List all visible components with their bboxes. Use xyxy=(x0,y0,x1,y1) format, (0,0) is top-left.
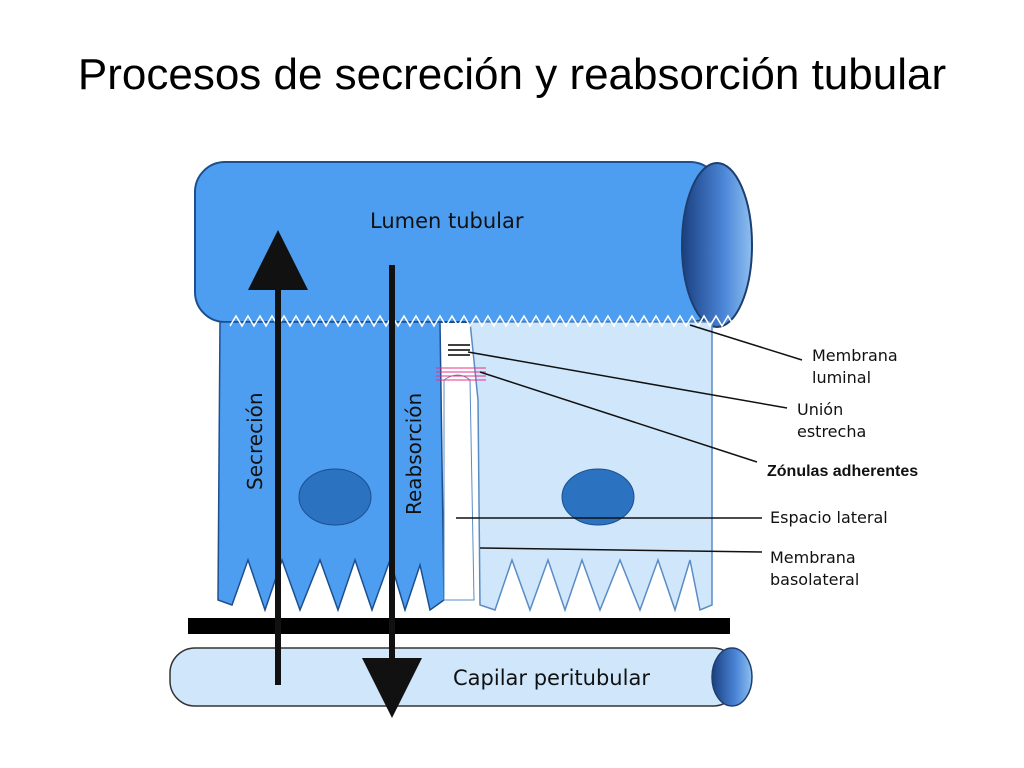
basement-membrane-bar xyxy=(188,618,730,634)
callout-tight-junction-1: Unión xyxy=(797,400,843,419)
callout-lateral-space: Espacio lateral xyxy=(770,508,888,527)
callout-basolateral-2: basolateral xyxy=(770,570,859,589)
pointer-adherens xyxy=(479,371,758,463)
pointer-luminal-membrane xyxy=(689,324,803,361)
microvilli-border xyxy=(229,314,747,328)
secretion-label: Secreción xyxy=(243,392,267,490)
pointer-tight-junction xyxy=(467,351,788,409)
page-title: Procesos de secreción y reabsorción tubu… xyxy=(77,50,947,99)
callout-adherens: Zónulas adherentes xyxy=(767,463,918,480)
capillary-label: Capilar peritubular xyxy=(453,666,650,690)
tight-junction-mark xyxy=(448,344,470,356)
callout-luminal-membrane-2: luminal xyxy=(812,368,871,387)
callout-basolateral-1: Membrana xyxy=(770,548,856,567)
lumen-tube xyxy=(194,161,753,328)
pointer-basolateral xyxy=(479,547,763,553)
callout-tight-junction-2: estrecha xyxy=(797,422,866,441)
reabsorbing-cell xyxy=(469,321,713,613)
adherens-junction-mark xyxy=(436,367,486,381)
reabsorption-label: Reabsorción xyxy=(402,393,426,515)
capillary-tube xyxy=(169,647,753,707)
secreting-cell xyxy=(217,321,445,613)
lumen-label: Lumen tubular xyxy=(370,209,524,233)
nucleus-right xyxy=(561,468,635,526)
lateral-space xyxy=(443,374,475,601)
callout-luminal-membrane-1: Membrana xyxy=(812,346,898,365)
nucleus-left xyxy=(298,468,372,526)
